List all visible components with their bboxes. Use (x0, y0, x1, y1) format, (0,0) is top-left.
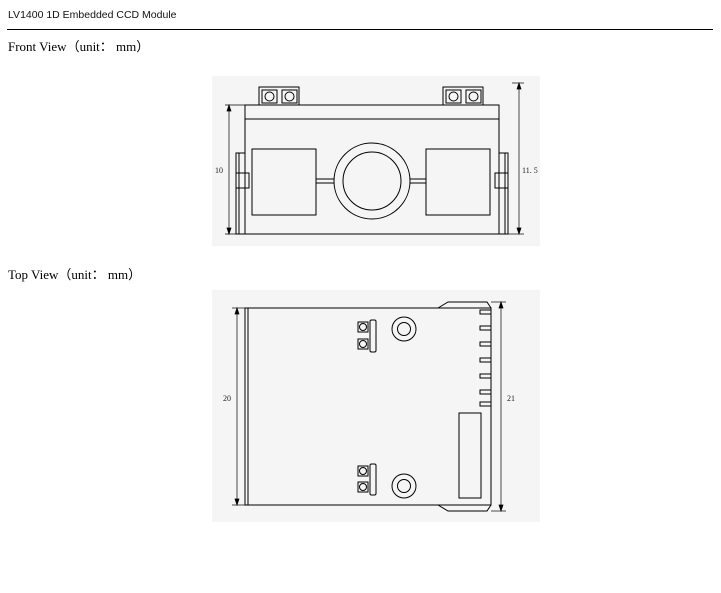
front-left-connector (258, 86, 300, 106)
front-left-window (251, 148, 317, 216)
top-right-dimension-label: 21 (507, 394, 515, 403)
front-right-bracket (494, 152, 509, 235)
document-header: LV1400 1D Embedded CCD Module (8, 9, 177, 21)
front-left-bracket (235, 152, 250, 235)
top-lower-tab (437, 504, 492, 512)
top-lower-connector (357, 463, 377, 496)
front-view-drawing: 10 11. 5 (212, 76, 540, 246)
top-upper-tab (437, 301, 492, 309)
top-upper-connector (357, 319, 377, 353)
front-right-window (425, 148, 491, 216)
front-right-connector (442, 86, 484, 106)
header-divider (7, 29, 713, 30)
front-right-dimension-label: 11. 5 (522, 166, 538, 175)
top-upper-mount-hole (391, 316, 417, 342)
front-view-svg: 10 11. 5 (215, 81, 538, 236)
top-lower-mount-hole (391, 473, 417, 499)
front-top-board (244, 104, 500, 120)
top-left-dimension-label: 20 (223, 394, 231, 403)
top-view-drawing: 20 21 (212, 290, 540, 522)
front-left-dimension-label: 10 (215, 166, 223, 175)
top-view-heading: Top View（unit： mm） (8, 267, 142, 282)
front-lens-inner (342, 151, 402, 211)
front-housing (244, 118, 500, 235)
front-view-heading: Front View（unit： mm） (8, 39, 150, 54)
front-lens-outer (333, 142, 411, 220)
top-slot (458, 412, 482, 499)
top-view-svg: 20 21 (223, 300, 515, 513)
top-pin-row (479, 309, 492, 407)
